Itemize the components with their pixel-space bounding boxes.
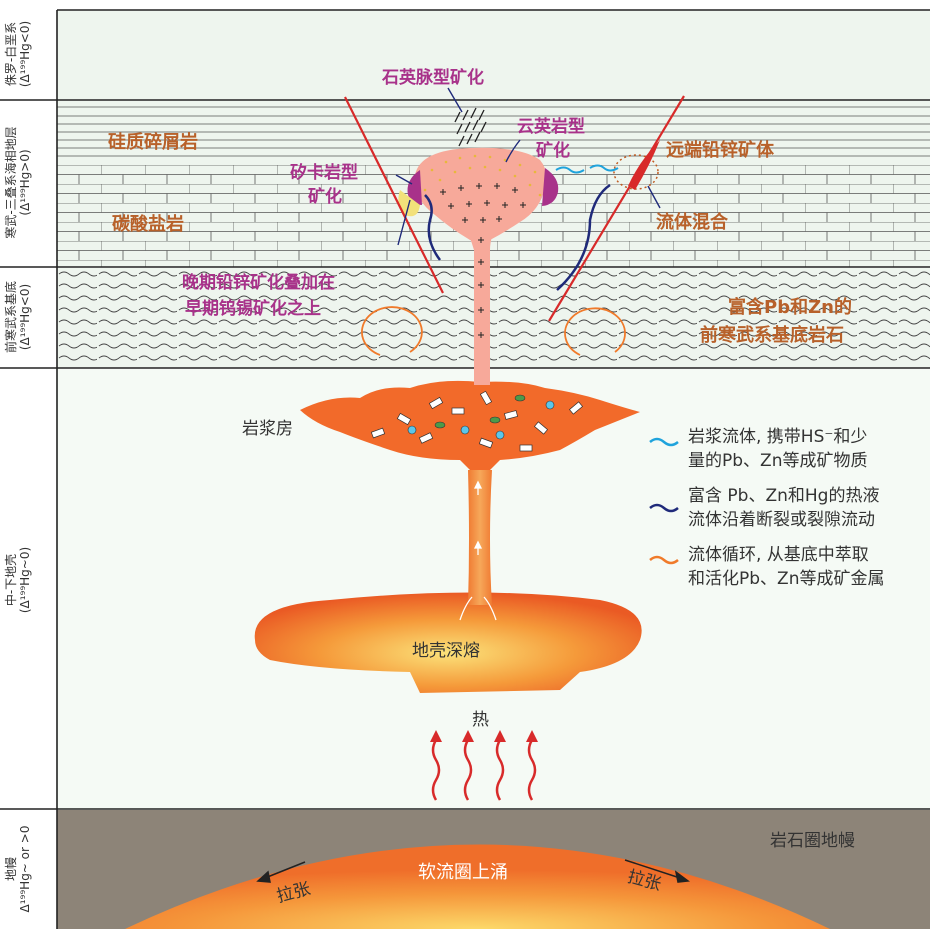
layer-title-precambrian: 前寒武系基底(Δ¹⁹⁹Hg<0) [4,281,32,354]
legend-circulation-symbol [649,555,679,565]
legend-hydrothermal-symbol [649,503,679,513]
label-late-overprint-1: 晚期铅锌矿化叠加在 [182,273,335,293]
pointer-lines [395,87,661,246]
skarn-right [542,168,559,206]
convergence-arrows [459,596,497,621]
quartz-veins [454,107,487,147]
ascent-arrows [473,480,483,555]
stock-pipe [460,220,500,385]
magma-crystals [370,390,584,452]
label-late-overprint-2: 早期钨锡矿化之上 [185,299,321,319]
hydrothermal-arrows [424,183,611,291]
layer-title-cambrian-triassic: 寒武-三叠系海相地层(Δ¹⁹⁹Hg>0) [4,126,32,239]
magmatic-fluid-arrows [555,164,619,174]
asthenosphere-dome [125,844,830,929]
fault-left [344,96,444,294]
label-magma-chamber: 岩浆房 [242,419,293,439]
magma-feeder-pipe [468,470,492,605]
label-lithosphere-mantle: 岩石圈地幔 [770,831,855,851]
label-greisen-1: 云英岩型 [517,117,585,137]
label-quartz-vein: 石英脉型矿化 [382,68,484,88]
mixing-zone [613,154,659,190]
layer-title-crust: 中-下地壳(Δ¹⁹⁹Hg~0) [4,546,32,614]
heat-arrows [431,739,537,801]
label-skarn-1: 矽卡岩型 [290,163,358,183]
crustal-melting-body [254,592,642,693]
layer-title-jurassic: 侏罗-白垩系(Δ¹⁹⁹Hg<0) [4,20,32,88]
label-skarn-2: 矿化 [308,187,342,207]
label-rich-basement-2: 前寒武系基底岩石 [700,325,844,346]
label-distal-pbzn: 远端铅锌矿体 [666,140,774,161]
label-fluid-mixing: 流体混合 [656,212,728,233]
layer-boundaries [0,9,930,929]
jurassic-layer [57,10,930,100]
magma-chamber [300,380,640,470]
precambrian-layer [57,268,930,368]
pluton-dots [423,154,542,197]
skarn-left [407,170,422,205]
label-greisen-2: 矿化 [536,141,570,161]
circulation-arrows [361,306,626,356]
label-heat: 热 [472,710,489,730]
label-siliciclastic: 硅质碎屑岩 [108,132,198,153]
legend-fluid-circulation: 流体循环, 从基底中萃取和活化Pb、Zn等成矿金属 [688,545,885,589]
pluton-cupola [414,147,547,240]
distal-pbzn-orebody [628,140,660,190]
fault-right [548,95,685,322]
label-rich-basement-1: 富含Pb和Zn的 [728,297,852,318]
label-carbonate: 碳酸盐岩 [112,214,184,235]
label-asthenosphere: 软流圈上涌 [418,862,508,883]
legend-magmatic-fluid: 岩浆流体, 携带HS⁻和少量的Pb、Zn等成矿物质 [688,427,868,471]
extension-arrows [256,859,690,883]
legend-magmatic-symbol [649,437,679,447]
pluton-crosses [440,183,526,338]
heat-arrowheads [430,730,538,742]
label-crustal-melting: 地壳深熔 [412,641,480,661]
legend-hydrothermal-fluid: 富含 Pb、Zn和Hg的热液流体沿着断裂或裂隙流动 [688,486,880,530]
